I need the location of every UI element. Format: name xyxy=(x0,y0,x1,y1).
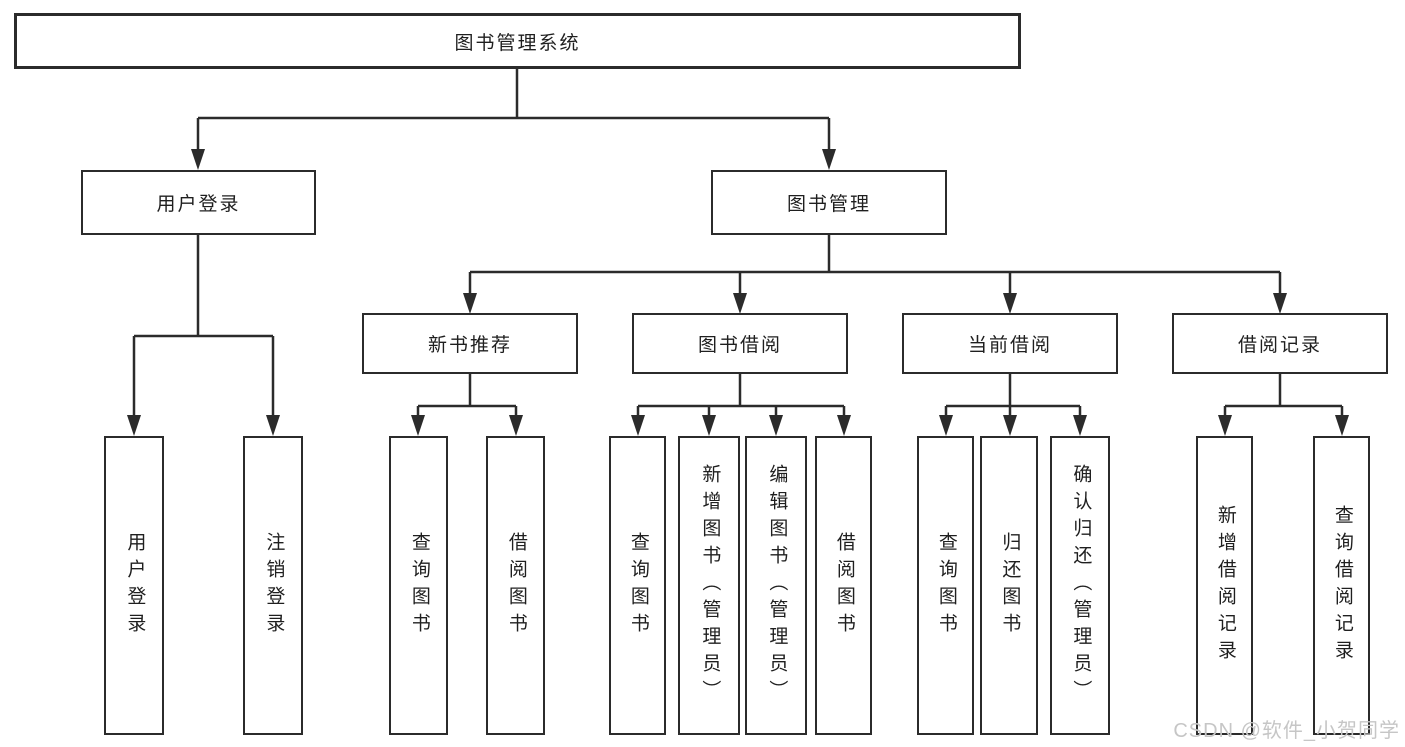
arrow-down-icon xyxy=(837,415,851,436)
node-book-borrowing: 图书借阅 xyxy=(632,313,848,374)
node-label: 图书借阅 xyxy=(697,335,782,356)
leaf-query-books: 查询图书 xyxy=(389,436,448,735)
arrow-down-icon xyxy=(822,149,836,170)
node-new-book-recommendation: 新书推荐 xyxy=(362,313,578,374)
node-label: 图书管理 xyxy=(786,194,871,215)
connector-root-to-level2 xyxy=(191,69,836,170)
node-label: 归还图书 xyxy=(999,531,1021,640)
leaf-query-borrow-record: 查询借阅记录 xyxy=(1313,436,1370,735)
node-library-management-system: 图书管理系统 xyxy=(14,13,1021,69)
node-label: 查询图书 xyxy=(627,531,649,640)
connector-user-login-leaves xyxy=(127,235,280,436)
node-label: 确认归还（管理员） xyxy=(1070,464,1092,707)
leaf-add-borrow-record: 新增借阅记录 xyxy=(1196,436,1253,735)
leaf-query-books: 查询图书 xyxy=(609,436,666,735)
connector-new-book-leaves xyxy=(411,374,523,436)
leaf-edit-books-admin: 编辑图书（管理员） xyxy=(745,436,807,735)
arrow-down-icon xyxy=(266,415,280,436)
node-book-management: 图书管理 xyxy=(711,170,947,235)
arrow-down-icon xyxy=(463,293,477,314)
node-label: 编辑图书（管理员） xyxy=(766,464,788,707)
node-label: 借阅记录 xyxy=(1237,335,1322,356)
arrow-down-icon xyxy=(127,415,141,436)
node-label: 借阅图书 xyxy=(833,531,855,640)
arrow-down-icon xyxy=(411,415,425,436)
arrow-down-icon xyxy=(1335,415,1349,436)
node-label: 用户登录 xyxy=(156,194,241,215)
connector-current-borrow-leaves xyxy=(939,374,1087,436)
node-borrowing-records: 借阅记录 xyxy=(1172,313,1388,374)
arrow-down-icon xyxy=(631,415,645,436)
node-label: 查询图书 xyxy=(408,531,430,640)
arrow-down-icon xyxy=(1073,415,1087,436)
arrow-down-icon xyxy=(702,415,716,436)
node-label: 注销登录 xyxy=(263,531,285,640)
arrow-down-icon xyxy=(733,293,747,314)
leaf-borrow-books: 借阅图书 xyxy=(486,436,545,735)
csdn-watermark: CSDN @软件_小贺同学 xyxy=(1173,720,1400,742)
node-user-login: 用户登录 xyxy=(81,170,316,235)
node-label: 新增借阅记录 xyxy=(1214,504,1236,667)
leaf-add-books-admin: 新增图书（管理员） xyxy=(678,436,740,735)
leaf-return-books: 归还图书 xyxy=(980,436,1038,735)
node-label: 新增图书（管理员） xyxy=(699,464,721,707)
arrow-down-icon xyxy=(1003,415,1017,436)
arrow-down-icon xyxy=(939,415,953,436)
leaf-query-books: 查询图书 xyxy=(917,436,974,735)
arrow-down-icon xyxy=(509,415,523,436)
leaf-user-login: 用户登录 xyxy=(104,436,164,735)
arrow-down-icon xyxy=(1218,415,1232,436)
arrow-down-icon xyxy=(1003,293,1017,314)
node-label: 当前借阅 xyxy=(967,335,1052,356)
node-current-borrowing: 当前借阅 xyxy=(902,313,1118,374)
connector-borrow-record-leaves xyxy=(1218,374,1349,436)
arrow-down-icon xyxy=(191,149,205,170)
node-label: 借阅图书 xyxy=(505,531,527,640)
connector-book-mgmt-to-level3 xyxy=(463,235,1287,314)
leaf-logout: 注销登录 xyxy=(243,436,303,735)
arrow-down-icon xyxy=(1273,293,1287,314)
node-label: 新书推荐 xyxy=(427,335,512,356)
leaf-confirm-return-admin: 确认归还（管理员） xyxy=(1050,436,1110,735)
node-label: 查询图书 xyxy=(935,531,957,640)
node-label: 用户登录 xyxy=(124,531,146,640)
leaf-borrow-books: 借阅图书 xyxy=(815,436,872,735)
node-label: 查询借阅记录 xyxy=(1331,504,1353,667)
node-label: 图书管理系统 xyxy=(454,32,581,54)
connector-book-borrow-leaves xyxy=(631,374,851,436)
arrow-down-icon xyxy=(769,415,783,436)
